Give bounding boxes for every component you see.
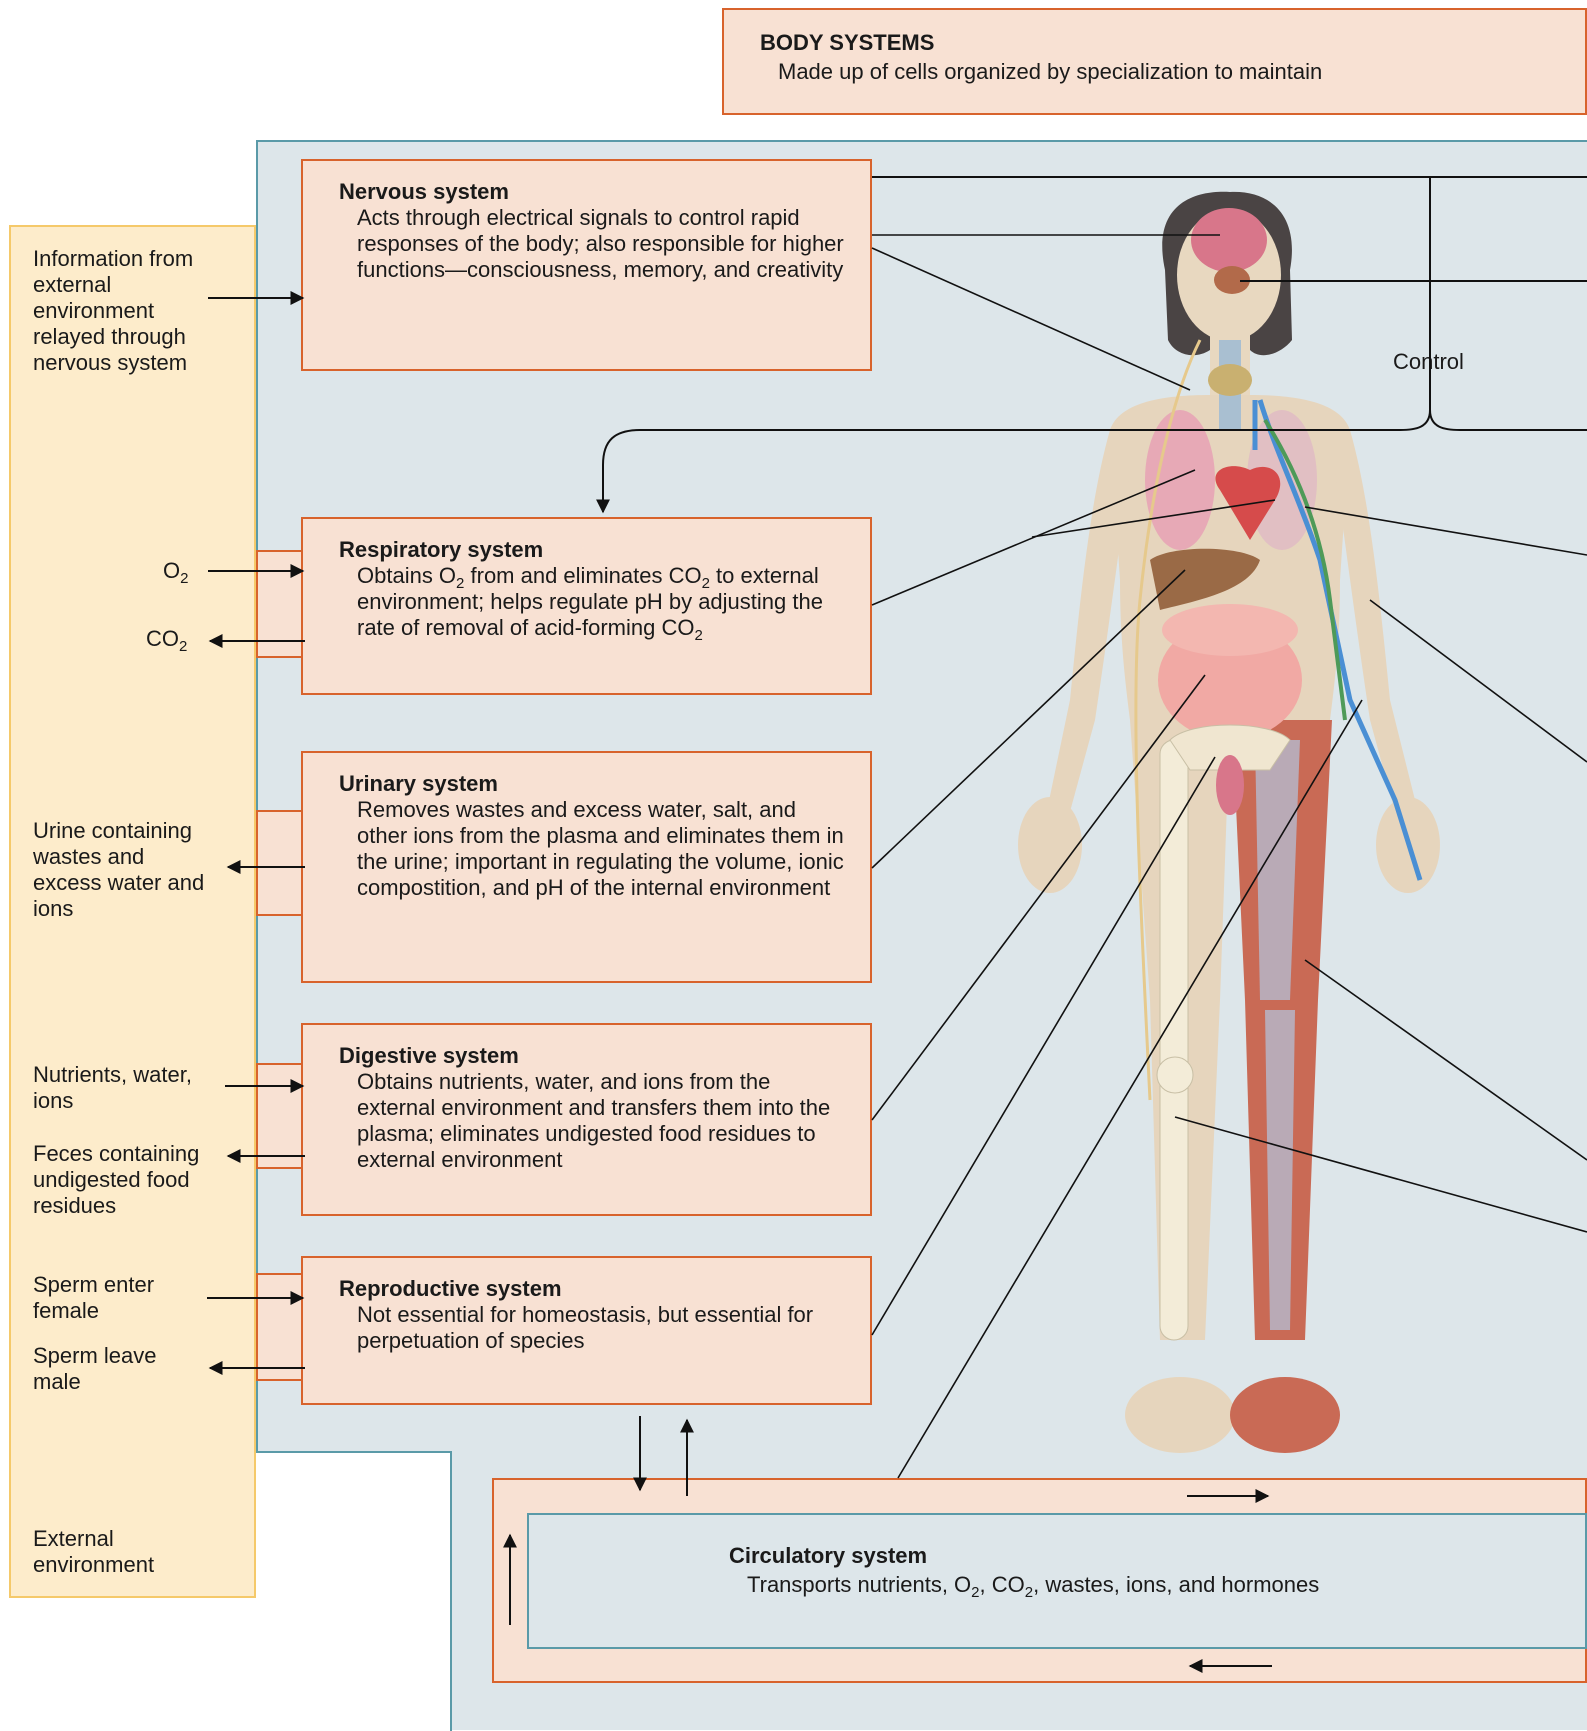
control-lines	[603, 177, 1587, 512]
human-body-figure	[1018, 192, 1440, 1453]
